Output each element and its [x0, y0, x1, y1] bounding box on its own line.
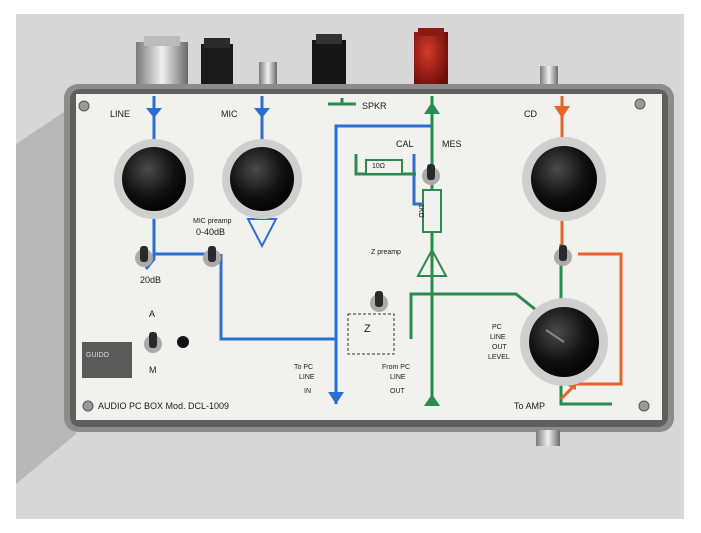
label-line-in-2: IN	[304, 388, 311, 395]
toggle-switches	[135, 164, 572, 353]
label-1kohm: 1KΩ	[417, 204, 424, 218]
label-line: LINE	[110, 109, 131, 119]
label-mic-preamp: MIC preamp	[193, 218, 232, 225]
label-pc-line-1: PC	[492, 324, 502, 331]
shadow	[16, 104, 76, 484]
label-line-out-2: OUT	[390, 388, 405, 395]
knob-mic	[222, 139, 302, 219]
label-z: Z	[364, 323, 371, 335]
label-model: AUDIO PC BOX Mod. DCL-1009	[98, 401, 230, 411]
label-to-pc: To PC	[294, 364, 314, 371]
top-connectors	[136, 28, 558, 90]
label-cal: CAL	[396, 139, 414, 149]
knob-cd	[522, 137, 606, 221]
knob-pc-level	[520, 298, 608, 386]
label-m: M	[149, 365, 157, 375]
logo-box	[82, 342, 132, 378]
logo-text: GUIDO	[86, 352, 109, 359]
label-pc-line-2: LINE	[490, 334, 506, 341]
knob-line	[114, 139, 194, 219]
label-to-amp: To AMP	[514, 401, 546, 411]
label-from-pc: From PC	[382, 364, 410, 371]
label-20db: 20dB	[140, 275, 162, 285]
label-line-in-1: LINE	[299, 374, 315, 381]
label-zpreamp: Z preamp	[371, 249, 401, 256]
label-pc-line-3: OUT	[492, 344, 507, 351]
label-line-out-1: LINE	[390, 374, 406, 381]
label-a: A	[149, 309, 156, 319]
device-photo: LINE MIC SPKR CD CAL MES 10Ω 1KΩ MIC pre…	[16, 14, 684, 519]
label-spkr: SPKR	[362, 101, 387, 111]
label-10ohm: 10Ω	[372, 163, 386, 170]
label-pc-line-4: LEVEL	[488, 354, 510, 361]
screws	[78, 98, 650, 412]
label-mes: MES	[442, 139, 462, 149]
label-gain: 0-40dB	[196, 227, 226, 237]
label-cd: CD	[524, 109, 537, 119]
label-mic: MIC	[221, 109, 238, 119]
